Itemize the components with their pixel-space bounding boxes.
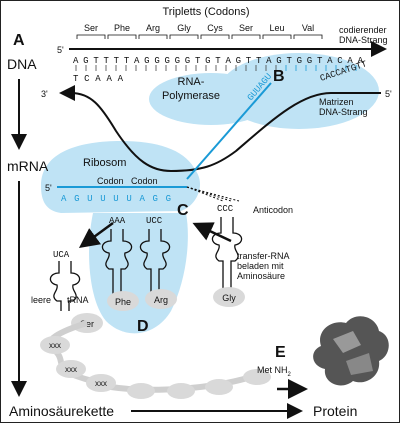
codon-bracket-2: [138, 34, 168, 39]
codon-label-0: Ser: [84, 23, 98, 33]
codons-title: Tripletts (Codons): [162, 6, 249, 18]
bead-xxx-3-label: xxx: [95, 379, 107, 388]
trna-arg: [139, 229, 171, 301]
release-arrow: [78, 221, 114, 248]
letter-c: C: [177, 202, 189, 219]
pairing-dash-1: [186, 186, 224, 202]
trna-loaded-label: transfer-RNA: [237, 251, 290, 261]
mrna-diagonal: [186, 82, 272, 180]
base-pair-lines: [75, 65, 357, 71]
bead-met: [243, 369, 271, 385]
codon-row: Ser Phe Arg Gly Cys Ser Leu Val: [76, 23, 323, 39]
codon-bracket-0: [76, 34, 106, 39]
protein-structure: [313, 316, 389, 386]
anticodon-seq-1: AAA: [109, 216, 126, 226]
dna-label: DNA: [7, 56, 37, 72]
letter-b: B: [273, 68, 285, 85]
trna-loaded-label-2: beladen mit: [237, 261, 284, 271]
template-left-seq: TCAAA: [73, 74, 124, 84]
empty-trna-label-2: tRNA: [67, 295, 89, 305]
codon-bracket-5: [231, 34, 261, 39]
codon-label-a: Codon: [97, 176, 124, 186]
trna-phe: [101, 229, 133, 301]
codon-bracket-6: [262, 34, 292, 39]
met-label: Met NH2: [257, 365, 292, 378]
codon-bracket-4: [200, 34, 230, 39]
bead-phe: [107, 291, 139, 311]
bead-gly-label: Gly: [222, 293, 236, 303]
pairing-dash-3: [186, 186, 240, 202]
codon-label-1: Phe: [114, 23, 130, 33]
anticodon-seq-2: UCC: [146, 216, 163, 226]
template-five-prime: 5': [385, 89, 392, 99]
bead-gly: [213, 287, 245, 307]
anticodon-seq-3: CCC: [217, 204, 234, 214]
polymerase-label-2: Polymerase: [162, 90, 220, 102]
codon-bracket-7: [293, 34, 323, 39]
letter-e: E: [275, 344, 286, 361]
anticodon-label: Anticodon: [253, 205, 293, 215]
codon-label-4: Cys: [207, 23, 223, 33]
codon-bracket-1: [107, 34, 137, 39]
codon-label-6: Leu: [269, 23, 284, 33]
bead-plain-3: [205, 379, 233, 395]
trna-empty: [49, 261, 81, 311]
ribosome-area: [41, 141, 201, 213]
coding-strand-label-2: DNA-Strang: [339, 35, 388, 45]
bead-xxx-1-label: xxx: [49, 341, 61, 350]
mrna-sequence: AGUUUUAGG: [61, 194, 171, 204]
bead-phe-label: Phe: [115, 297, 131, 307]
codon-label-3: Gly: [177, 23, 191, 33]
bead-xxx-2-label: xxx: [65, 365, 77, 374]
template-strand-line: [59, 85, 381, 173]
bead-plain-2: [167, 383, 195, 399]
codon-label-2: Arg: [146, 23, 160, 33]
coding-strand-label: codierender: [339, 25, 387, 35]
template-strand-label: Matrizen: [319, 97, 354, 107]
bead-xxx-1: [40, 336, 70, 354]
protein-label: Protein: [313, 403, 357, 419]
bead-arg-label: Arg: [154, 295, 168, 305]
bead-xxx-2: [56, 360, 86, 378]
empty-trna-anticodon: UCA: [53, 250, 70, 260]
mrna-label: mRNA: [7, 158, 49, 174]
codon-label-b: Codon: [131, 176, 158, 186]
coding-five-prime: 5': [57, 45, 64, 55]
polymerase-label: RNA-: [178, 76, 205, 88]
bead-plain-1: [127, 383, 155, 399]
codon-bracket-3: [169, 34, 199, 39]
bead-arg: [145, 289, 177, 309]
bead-xxx-3: [86, 374, 116, 392]
charge-arrow: [192, 222, 232, 243]
coding-strand-sequence: AGTTTTAGGGGGTGTAGTTAGTGGTACAA: [73, 56, 364, 66]
letter-a: A: [13, 32, 25, 49]
codon-label-7: Val: [302, 23, 314, 33]
trna-loaded-label-3: Aminosäure: [237, 271, 285, 281]
template-three-prime: 3': [41, 89, 48, 99]
template-strand-label-2: DNA-Strang: [319, 107, 368, 117]
amino-chain-label: Aminosäurekette: [9, 403, 114, 419]
ribosome-label: Ribosom: [83, 157, 126, 169]
codon-label-5: Ser: [239, 23, 253, 33]
empty-trna-label: leere: [31, 295, 51, 305]
polymerase-area-2: [149, 73, 273, 125]
letter-d: D: [137, 318, 149, 335]
mrna-five-prime: 5': [45, 183, 52, 193]
